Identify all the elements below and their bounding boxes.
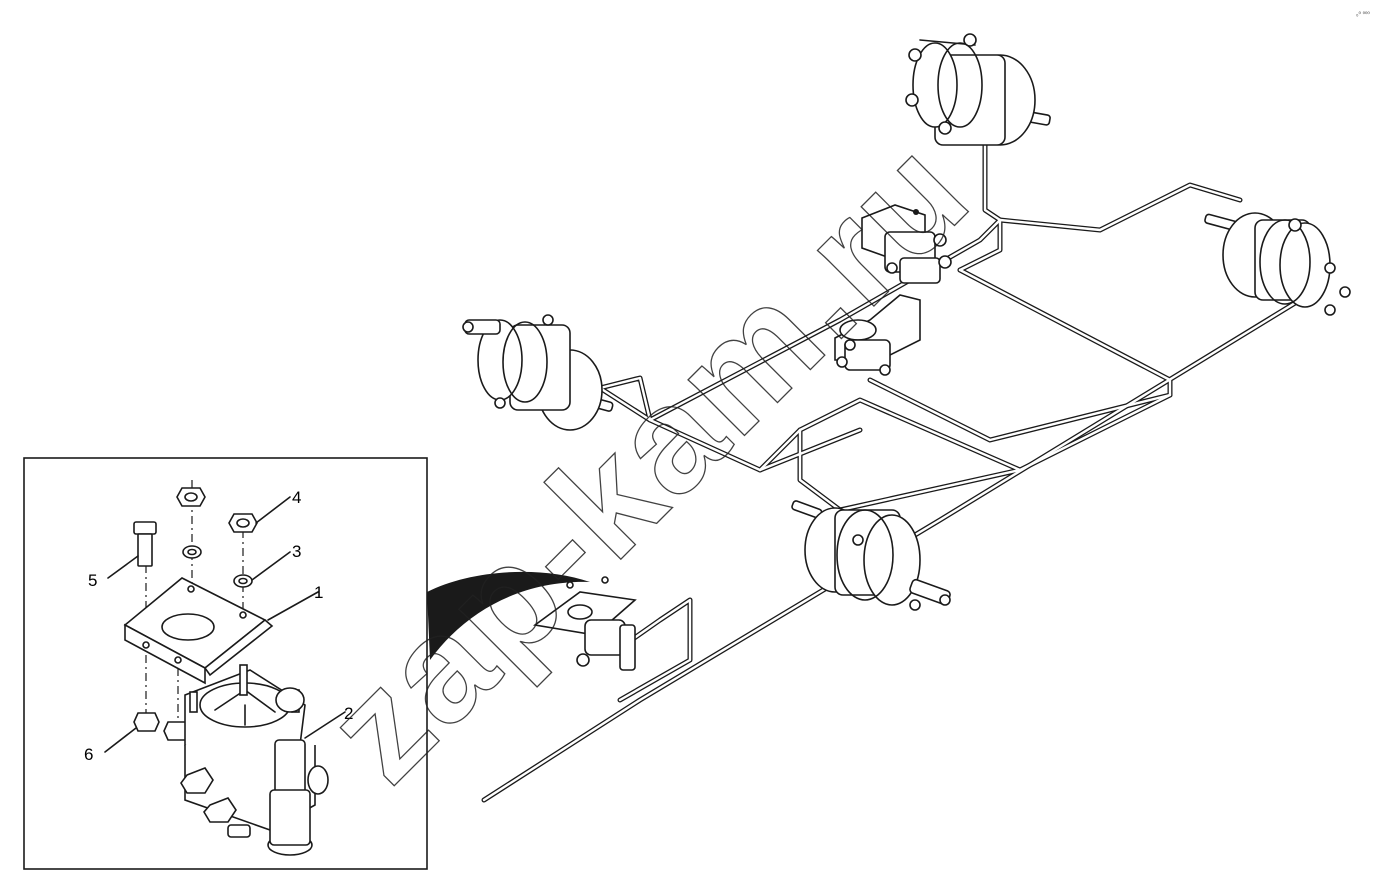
callout-label-4: 4 [292, 488, 301, 507]
brake-chamber-top [905, 33, 1051, 146]
bolt [133, 521, 157, 567]
brake-pipelines [481, 137, 1303, 803]
relay-valve-lower [834, 294, 921, 376]
callout-label-5: 5 [88, 571, 97, 590]
zoom-callout-wedge [427, 571, 590, 660]
corner-mark: ₀⁰ ⁰⁰⁰ [1356, 11, 1370, 18]
relay-valve-upper [861, 204, 952, 284]
washer-upper [182, 545, 202, 559]
brake-chamber-left [462, 314, 614, 431]
washer-right [233, 574, 253, 588]
mounting-bracket [123, 577, 274, 685]
callout-label-3: 3 [292, 542, 301, 561]
detail-inset: 1 2 3 4 5 6 [23, 457, 428, 870]
nut-right [228, 513, 258, 533]
nut-upper [176, 487, 206, 507]
load-sensing-valve-small [532, 576, 637, 671]
load-sensing-valve [180, 664, 329, 856]
callout-label-6: 6 [84, 745, 93, 764]
nut-lower-left [133, 712, 160, 732]
callout-label-2: 2 [344, 704, 353, 723]
brake-chamber-center [791, 500, 951, 611]
leader-lines [104, 496, 346, 753]
brake-chamber-right [1204, 212, 1351, 316]
callout-label-1: 1 [314, 583, 323, 602]
